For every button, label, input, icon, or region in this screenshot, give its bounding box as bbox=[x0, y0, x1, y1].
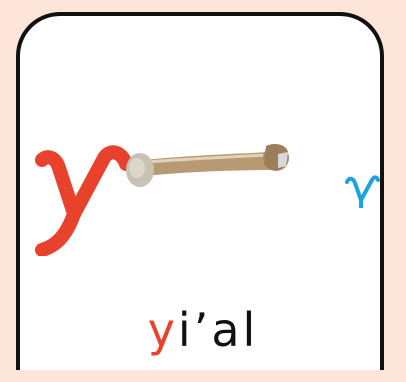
large-glyph-icon bbox=[35, 145, 132, 256]
word-rest: i’al bbox=[177, 303, 259, 357]
bone-icon bbox=[126, 144, 289, 187]
word-lead-letter: y bbox=[147, 303, 178, 357]
word-label: yi’al bbox=[0, 300, 406, 360]
small-glyph-icon bbox=[345, 175, 380, 208]
flashcard bbox=[16, 12, 384, 370]
